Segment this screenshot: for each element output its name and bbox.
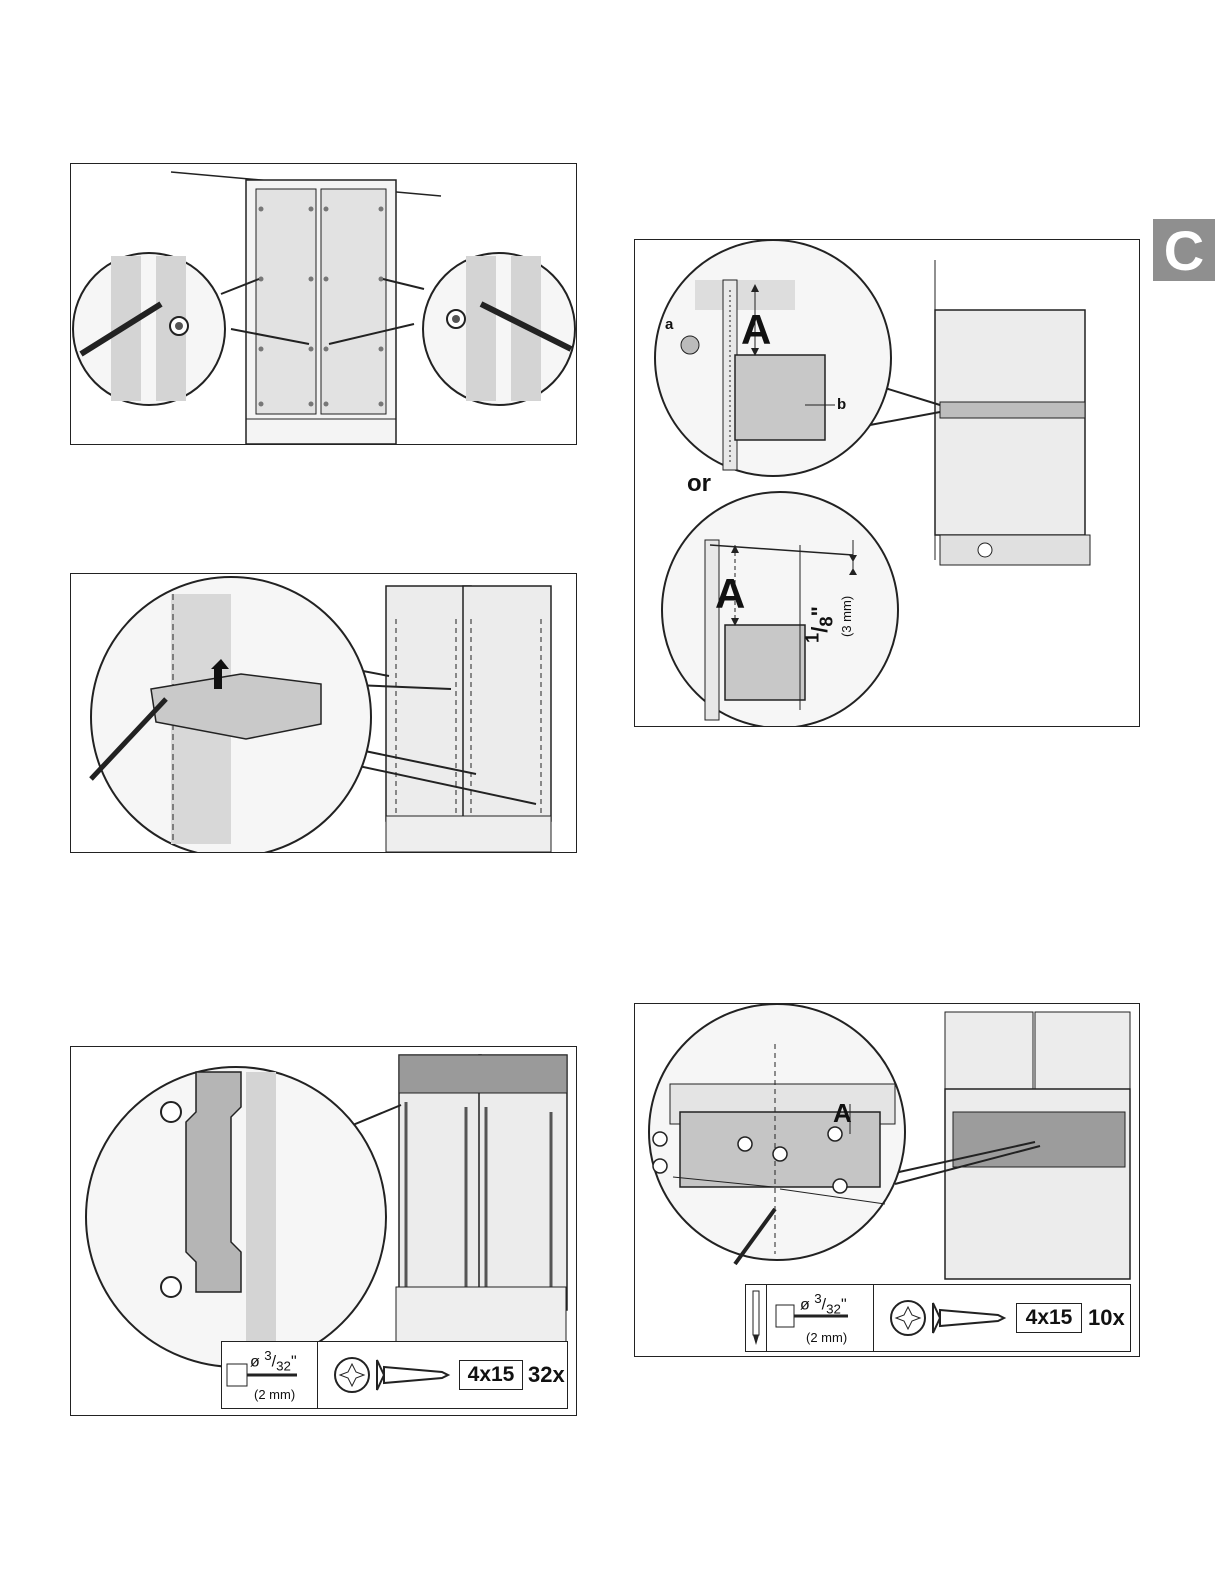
torx-screw-icon (322, 1342, 452, 1408)
label-b: b (837, 396, 846, 413)
drill-fraction-den: 32 (826, 1302, 841, 1317)
drill-spec-cell: ø 3/32" (2 mm) (768, 1285, 874, 1351)
pencil-icon (746, 1285, 766, 1351)
label-a: a (665, 316, 673, 333)
screw-quantity: 10x (1088, 1305, 1125, 1331)
gap-inch-mark: " (807, 606, 832, 616)
screw-quantity: 32x (528, 1362, 565, 1388)
figure-attach-rails: ø 3/32" (2 mm) 4x15 32x (70, 1046, 577, 1416)
gap-fraction-num: 1 (802, 633, 823, 643)
screw-size-box: 4x15 (1016, 1303, 1082, 1333)
figure-remove-screws (70, 163, 577, 445)
gap-dimension: 1/8" (3 mm) (802, 583, 912, 643)
drill-spec-cell: ø 3/32" (2 mm) (222, 1342, 318, 1408)
drill-diameter-symbol: ø (250, 1353, 260, 1370)
dimension-a-lower: A (715, 570, 745, 618)
gap-fraction-den: 8 (816, 616, 837, 626)
figure-mount-bracket: A ø 3/32" (2 mm) 4x15 10x (634, 1003, 1140, 1357)
drill-fraction-num: 3 (814, 1291, 821, 1306)
or-text: or (687, 470, 711, 498)
dimension-a-upper: A (741, 306, 771, 354)
figure-measure-gap: a b A or A 1/8" (3 mm) (634, 239, 1140, 727)
illustration-remove-clips (71, 574, 576, 852)
drill-fraction-num: 3 (264, 1348, 271, 1363)
drill-diameter-symbol: ø (800, 1296, 810, 1313)
torx-screw-icon (878, 1285, 1008, 1351)
section-tab: C (1153, 219, 1215, 281)
drill-fraction-den: 32 (276, 1359, 291, 1374)
drill-mm: (2 mm) (254, 1387, 295, 1402)
figure-remove-clips (70, 573, 577, 853)
drill-inch-mark: " (291, 1353, 297, 1370)
drill-mm: (2 mm) (806, 1330, 847, 1345)
screw-size-box: 4x15 (459, 1360, 523, 1390)
hardware-spec-right: ø 3/32" (2 mm) 4x15 10x (745, 1284, 1131, 1352)
hardware-spec-left: ø 3/32" (2 mm) 4x15 32x (221, 1341, 568, 1409)
drill-inch-mark: " (841, 1296, 847, 1313)
gap-mm: (3 mm) (839, 596, 854, 637)
illustration-remove-screws (71, 164, 576, 444)
pencil-cell (746, 1285, 767, 1351)
dimension-a: A (833, 1098, 852, 1129)
